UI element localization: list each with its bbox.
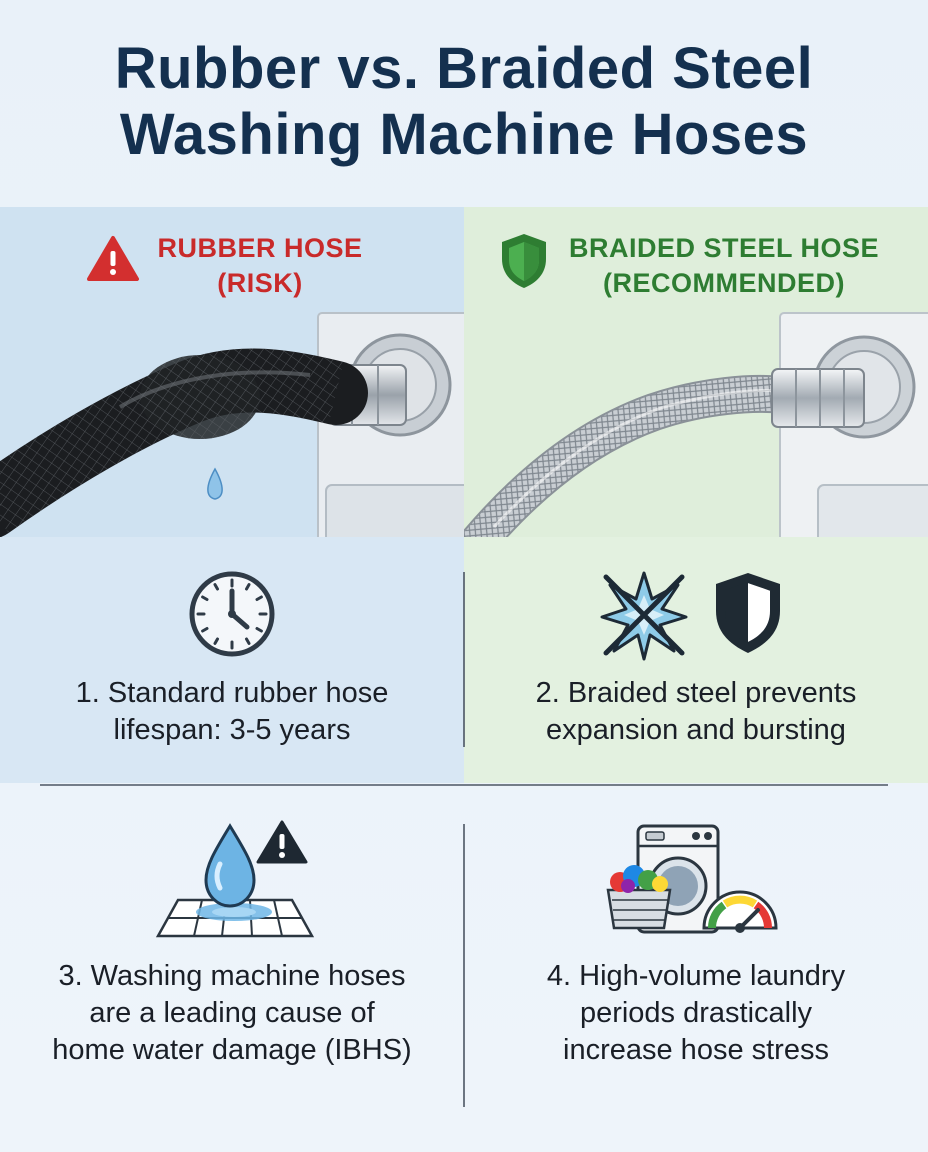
braided-steel-hose-illustration: [464, 312, 928, 537]
fact-text-water-damage: 3. Washing machine hoses are a leading c…: [0, 958, 464, 1069]
warning-triangle-icon: [87, 236, 139, 281]
fact-text-bursting: 2. Braided steel prevents expansion and …: [464, 675, 928, 749]
fact-text-hose-stress: 4. High-volume laundry periods drastical…: [464, 958, 928, 1069]
page-title: Rubber vs. Braided Steel Washing Machine…: [0, 36, 928, 168]
fact-card-lifespan: 1. Standard rubber hose lifespan: 3-5 ye…: [0, 537, 464, 783]
fact-text-lifespan: 1. Standard rubber hose lifespan: 3-5 ye…: [0, 675, 464, 749]
washing-machine-gauge-icon: [606, 824, 778, 934]
fact-3-line-3: home water damage (IBHS): [52, 1034, 412, 1066]
horizontal-divider: [40, 784, 888, 786]
fact-3-line-1: 3. Washing machine hoses: [58, 960, 406, 992]
rubber-hose-heading-line-2: (RISK): [217, 268, 303, 298]
vertical-divider-top: [463, 572, 465, 747]
fact-card-hose-stress: 4. High-volume laundry periods drastical…: [464, 790, 928, 1152]
fact-2-line-1: 2. Braided steel prevents: [535, 677, 857, 709]
fact-card-water-damage: 3. Washing machine hoses are a leading c…: [0, 790, 464, 1152]
shield-icon: [502, 234, 546, 288]
fact-1-line-2: lifespan: 3-5 years: [113, 714, 351, 746]
title-line-2: Washing Machine Hoses: [119, 102, 809, 167]
vertical-divider-bottom: [463, 824, 465, 1107]
rubber-hose-illustration: [0, 312, 464, 537]
fact-1-line-1: 1. Standard rubber hose: [75, 677, 389, 709]
water-drop-warning-icon: [155, 820, 315, 938]
rubber-hose-heading: RUBBER HOSE (RISK): [140, 231, 380, 301]
braided-steel-panel: BRAIDED STEEL HOSE (RECOMMENDED): [464, 207, 928, 537]
rubber-hose-heading-line-1: RUBBER HOSE: [157, 233, 363, 263]
fact-4-line-2: periods drastically: [579, 997, 813, 1029]
fact-4-line-1: 4. High-volume laundry: [546, 960, 846, 992]
fact-4-line-3: increase hose stress: [563, 1034, 829, 1066]
braided-steel-heading-line-1: BRAIDED STEEL HOSE: [568, 233, 880, 263]
title-line-1: Rubber vs. Braided Steel: [114, 36, 814, 101]
fact-card-bursting: 2. Braided steel prevents expansion and …: [464, 537, 928, 783]
shield-half-icon: [716, 573, 780, 653]
fact-3-line-2: are a leading cause of: [89, 997, 375, 1029]
braided-steel-heading-line-2: (RECOMMENDED): [603, 268, 845, 298]
clock-icon: [189, 571, 275, 657]
rubber-hose-panel: RUBBER HOSE (RISK): [0, 207, 464, 537]
fact-2-line-2: expansion and bursting: [546, 714, 846, 746]
burst-icon: [600, 571, 688, 661]
braided-steel-heading: BRAIDED STEEL HOSE (RECOMMENDED): [554, 231, 894, 301]
